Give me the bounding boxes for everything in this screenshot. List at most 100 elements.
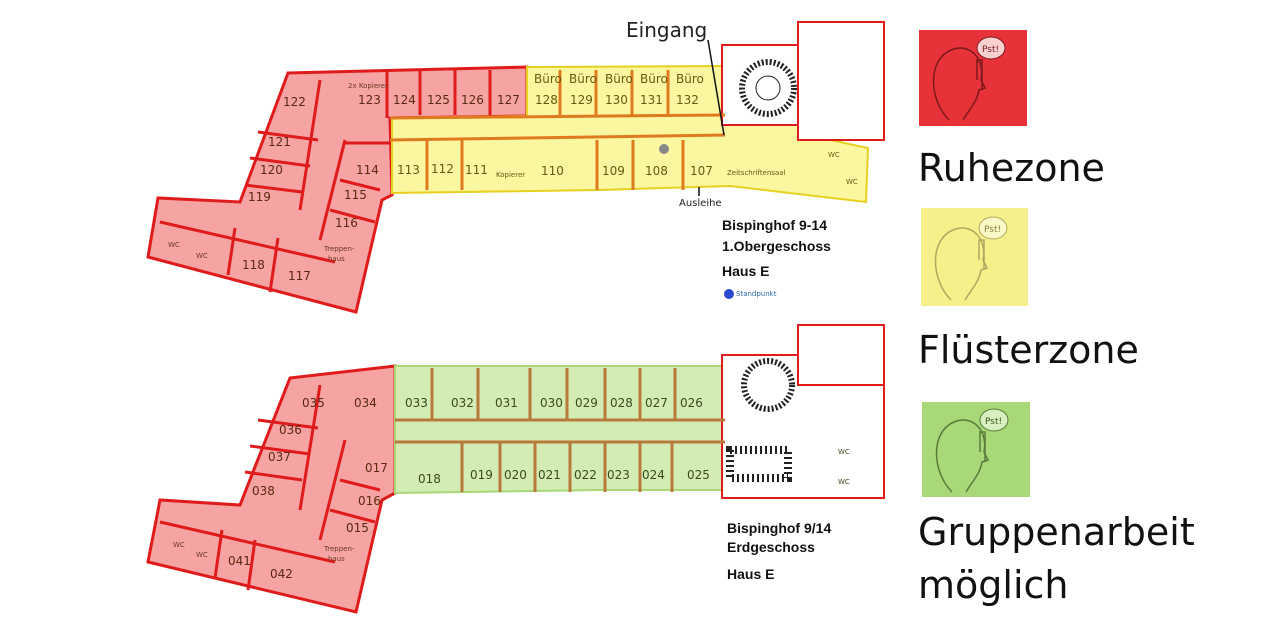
room-label: 131 xyxy=(640,93,663,107)
room-label: 029 xyxy=(575,396,598,410)
room-label: 124 xyxy=(393,93,416,107)
room-label: 023 xyxy=(607,468,630,482)
room-label: 017 xyxy=(365,461,388,475)
room-label: 121 xyxy=(268,135,291,149)
room-label: 016 xyxy=(358,494,381,508)
room-label: Zeitschriftensaal xyxy=(727,169,786,177)
room-label: 128 xyxy=(535,93,558,107)
legend-gruppenarbeit-label-line1: Gruppenarbeit xyxy=(918,510,1195,554)
room-label: 028 xyxy=(610,396,633,410)
whisper-person-icon: Pst! xyxy=(934,216,1008,301)
room-label: 042 xyxy=(270,567,293,581)
room-label: WC xyxy=(196,551,208,559)
room-label: WC xyxy=(168,241,180,249)
room-label: WC xyxy=(828,151,840,159)
room-label: 019 xyxy=(470,468,493,482)
room-label: 026 xyxy=(680,396,703,410)
spiral-stair-icon xyxy=(739,59,797,117)
gruppenarbeit-swatch: Pst! xyxy=(922,402,1030,497)
room-label: 126 xyxy=(461,93,484,107)
room-label: 036 xyxy=(279,423,302,437)
room-label: 110 xyxy=(541,164,564,178)
legend-ruhezone-label: Ruhezone xyxy=(918,146,1105,190)
ruhezone-swatch: Pst! xyxy=(919,30,1027,126)
lower-caption-building: Bispinghof 9/14 xyxy=(727,520,832,536)
room-label: Büro xyxy=(534,72,562,86)
room-label: 109 xyxy=(602,164,625,178)
room-label: WC xyxy=(173,541,185,549)
group-person-icon: Pst! xyxy=(935,408,1009,493)
room-label: 034 xyxy=(354,396,377,410)
upper-caption-building: Bispinghof 9-14 xyxy=(722,217,828,233)
room-label: 130 xyxy=(605,93,628,107)
room-label: Kopierer xyxy=(496,171,525,179)
legend-gruppenarbeit-label-line2: möglich xyxy=(918,563,1069,607)
room-label: 022 xyxy=(574,468,597,482)
room-label: 132 xyxy=(676,93,699,107)
room-label: Büro xyxy=(569,72,597,86)
room-label: 122 xyxy=(283,95,306,109)
room-label: 113 xyxy=(397,163,420,177)
room-label: 118 xyxy=(242,258,265,272)
room-label: Büro xyxy=(605,72,633,86)
room-label: 114 xyxy=(356,163,379,177)
room-label: Treppen- xyxy=(323,245,355,253)
lower-caption-house: Haus E xyxy=(727,566,775,582)
legend-1-bubble: Pst! xyxy=(984,225,1001,235)
room-label: 038 xyxy=(252,484,275,498)
room-label: WC xyxy=(838,478,850,486)
entrance-label: Eingang xyxy=(626,18,708,42)
lower-caption-floor: Erdgeschoss xyxy=(727,539,815,555)
room-label: 2x Kopierer xyxy=(348,82,388,90)
room-label: WC xyxy=(196,252,208,260)
room-label: Büro xyxy=(640,72,668,86)
room-label: 123 xyxy=(358,93,381,107)
room-label: 117 xyxy=(288,269,311,283)
room-label: 127 xyxy=(497,93,520,107)
room-label: 112 xyxy=(431,162,454,176)
current-location-marker xyxy=(659,144,669,154)
room-label: haus xyxy=(328,555,345,563)
room-label: 115 xyxy=(344,188,367,202)
room-label: 024 xyxy=(642,468,665,482)
room-label: 107 xyxy=(690,164,713,178)
room-label: 033 xyxy=(405,396,428,410)
room-label: 021 xyxy=(538,468,561,482)
room-label: WC xyxy=(838,448,850,456)
room-label: 111 xyxy=(465,163,488,177)
room-label: 037 xyxy=(268,450,291,464)
location-legend-label: Standpunkt xyxy=(736,290,777,298)
lending-desk-label: Ausleihe xyxy=(679,198,722,209)
room-label: 129 xyxy=(570,93,593,107)
legend-fluesterzone-label: Flüsterzone xyxy=(918,328,1139,372)
room-label: Treppen- xyxy=(323,545,355,553)
room-label: 015 xyxy=(346,521,369,535)
fluesterzone-swatch: Pst! xyxy=(921,208,1028,306)
legend-2-bubble: Pst! xyxy=(985,417,1002,427)
room-label: 030 xyxy=(540,396,563,410)
lower-floor-plan xyxy=(146,324,885,614)
legend-0-bubble: Pst! xyxy=(982,45,999,55)
room-label: 041 xyxy=(228,554,251,568)
upper-annex xyxy=(797,21,885,141)
room-label: 108 xyxy=(645,164,668,178)
room-label: 125 xyxy=(427,93,450,107)
upper-caption-house: Haus E xyxy=(722,263,770,279)
room-label: 027 xyxy=(645,396,668,410)
room-label: 018 xyxy=(418,472,441,486)
room-label: 020 xyxy=(504,468,527,482)
room-label: 120 xyxy=(260,163,283,177)
room-label: 025 xyxy=(687,468,710,482)
room-label: 031 xyxy=(495,396,518,410)
room-label: 119 xyxy=(248,190,271,204)
upper-caption-floor: 1.Obergeschoss xyxy=(722,238,831,254)
room-label: 032 xyxy=(451,396,474,410)
standpunkt-dot-icon xyxy=(724,289,734,299)
eingang-pointer xyxy=(707,39,725,136)
room-label: 035 xyxy=(302,396,325,410)
room-label: Büro xyxy=(676,72,704,86)
silence-person-icon: Pst! xyxy=(932,36,1006,121)
room-label: WC xyxy=(846,178,858,186)
